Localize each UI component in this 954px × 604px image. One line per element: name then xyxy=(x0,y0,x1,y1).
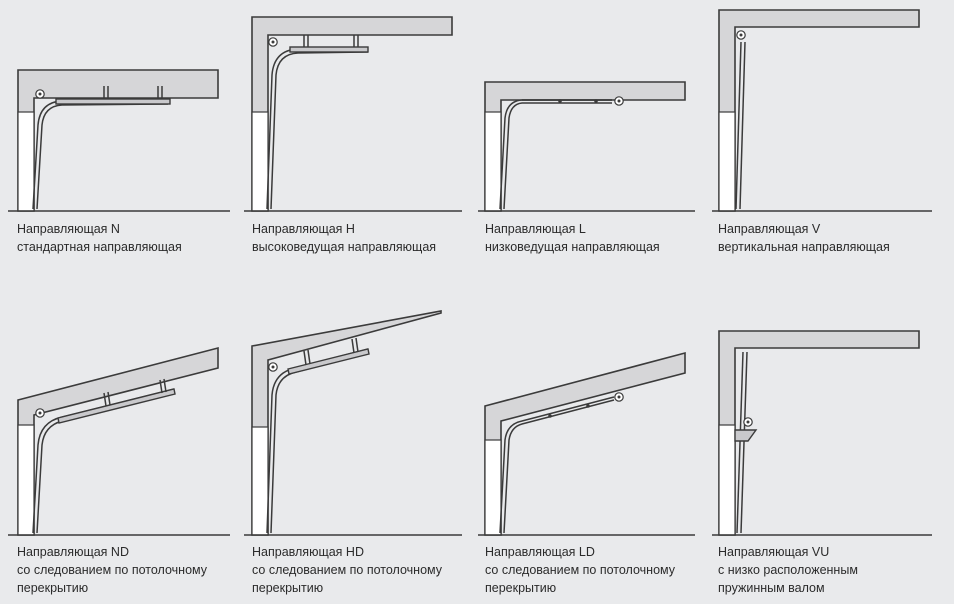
caption-title: Направляющая ND xyxy=(17,545,129,559)
caption-line: высоковедущая направляющая xyxy=(252,240,437,254)
caption-title: Направляющая HD xyxy=(252,545,364,559)
caption-vu: Направляющая VU с низко расположенным пр… xyxy=(718,543,858,597)
caption-title: Направляющая V xyxy=(718,222,821,236)
caption-h: Направляющая H высоковедущая направляюща… xyxy=(252,220,436,256)
caption-ld: Направляющая LD со следованием по потоло… xyxy=(485,543,675,597)
caption-l: Направляющая L низковедущая направляющая xyxy=(485,220,660,256)
panel-ld-drawing xyxy=(478,351,695,536)
caption-line: перекрытию xyxy=(485,581,557,595)
caption-line: со следованием по потолочному xyxy=(17,563,208,577)
caption-line: перекрытию xyxy=(252,581,324,595)
caption-line: со следованием по потолочному xyxy=(252,563,443,577)
caption-hd: Направляющая HD со следованием по потоло… xyxy=(252,543,442,597)
panel-l-drawing xyxy=(478,81,695,212)
panel-vu-drawing xyxy=(712,330,932,536)
caption-n: Направляющая N стандартная направляющая xyxy=(17,220,182,256)
panel-h-drawing xyxy=(244,16,462,212)
panel-hd-drawing xyxy=(244,310,462,536)
panel-n-drawing xyxy=(8,69,230,212)
caption-title: Направляющая LD xyxy=(485,545,595,559)
caption-line: со следованием по потолочному xyxy=(485,563,676,577)
caption-v: Направляющая V вертикальная направляющая xyxy=(718,220,890,256)
caption-title: Направляющая H xyxy=(252,222,355,236)
caption-title: Направляющая N xyxy=(17,222,120,236)
caption-line: стандартная направляющая xyxy=(17,240,182,254)
caption-line: вертикальная направляющая xyxy=(718,240,890,254)
panel-v-drawing xyxy=(712,9,932,212)
caption-line: перекрытию xyxy=(17,581,89,595)
caption-title: Направляющая L xyxy=(485,222,586,236)
caption-line: с низко расположенным xyxy=(718,563,858,577)
caption-nd: Направляющая ND со следованием по потоло… xyxy=(17,543,207,597)
caption-line: низковедущая направляющая xyxy=(485,240,660,254)
caption-title: Направляющая VU xyxy=(718,545,830,559)
panel-nd-drawing xyxy=(8,346,230,536)
caption-line: пружинным валом xyxy=(718,581,825,595)
